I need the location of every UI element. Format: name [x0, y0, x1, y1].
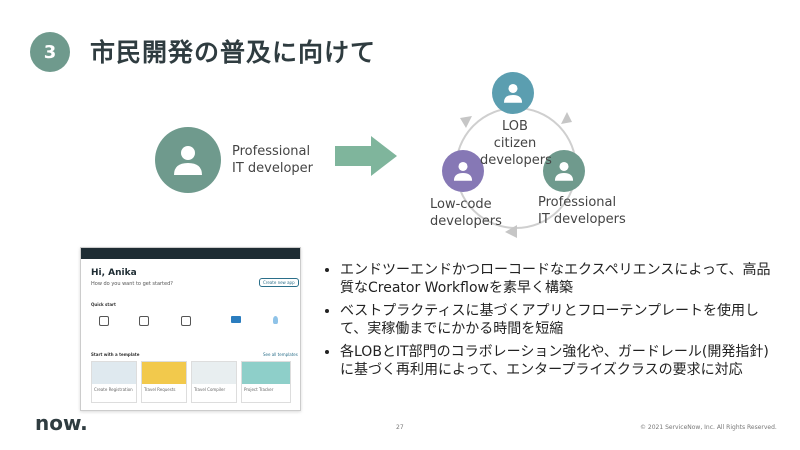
- lob-label: LOB citizen developers: [480, 118, 552, 169]
- app-greeting: Hi, Anika: [91, 268, 137, 278]
- bullet-item: エンドツーエンドかつローコードなエクスペリエンスによって、高品質なCreator…: [340, 261, 778, 297]
- developer-avatar: [155, 127, 221, 193]
- person-icon: [503, 83, 523, 103]
- bullet-item: ベストプラクティスに基づくアプリとフローテンプレートを使用して、実稼働までにかか…: [340, 302, 778, 338]
- app-template-tile-1: Create Registration: [91, 361, 137, 403]
- app-quickstart-icon-1: [99, 316, 109, 326]
- lowcode-label-line2: developers: [430, 214, 502, 229]
- lob-avatar: [492, 72, 534, 114]
- app-template-title-4: Project Tracker: [244, 387, 274, 392]
- copyright: © 2021 ServiceNow, Inc. All Rights Reser…: [640, 424, 777, 431]
- slide-title: 市民開発の普及に向けて: [90, 38, 377, 67]
- app-template-tile-2: Travel Requests: [141, 361, 187, 403]
- pro-it-avatar: [543, 150, 585, 192]
- slide-number-badge: 3: [30, 32, 70, 72]
- app-template-title-1: Create Registration: [94, 387, 133, 392]
- pro-it-label-line1: Professional: [538, 195, 617, 210]
- servicenow-logo: now.: [35, 411, 88, 435]
- app-quickstart-icon-5: [273, 316, 278, 324]
- lowcode-avatar: [442, 150, 484, 192]
- lob-label-line1: LOB citizen: [493, 119, 537, 151]
- person-icon: [174, 146, 202, 175]
- lowcode-label: Low-code developers: [430, 196, 510, 230]
- pro-it-label-line2: IT developers: [538, 212, 626, 227]
- professional-label-line2: IT developer: [232, 161, 314, 176]
- app-quickstart-icon-4: [231, 316, 241, 323]
- app-quick-start: Quick start: [91, 302, 116, 307]
- app-subtitle: How do you want to get started?: [91, 281, 173, 287]
- lowcode-label-line1: Low-code: [430, 197, 492, 212]
- page-number: 27: [396, 424, 404, 431]
- person-icon: [453, 161, 473, 181]
- app-quickstart-icon-3: [181, 316, 191, 326]
- bullet-item: 各LOBとIT部門のコラボレーション強化や、ガードレール(開発指針)に基づく再利…: [340, 343, 778, 379]
- lob-label-line2: developers: [480, 153, 552, 168]
- professional-label-line1: Professional: [232, 144, 311, 159]
- professional-label: Professional IT developer: [232, 143, 313, 177]
- app-see-all: See all templates: [263, 352, 298, 357]
- app-start-template: Start with a template: [91, 352, 140, 357]
- right-arrow-icon: [335, 136, 397, 176]
- app-template-title-3: Travel Compiler: [194, 387, 226, 392]
- app-screenshot: Hi, Anika How do you want to get started…: [80, 247, 301, 411]
- app-cta-button: Create new app: [259, 278, 299, 287]
- person-icon: [554, 161, 574, 181]
- app-quickstart-icon-2: [139, 316, 149, 326]
- pro-it-label: Professional IT developers: [538, 194, 628, 228]
- app-template-tile-3: Travel Compiler: [191, 361, 237, 403]
- bullet-list: エンドツーエンドかつローコードなエクスペリエンスによって、高品質なCreator…: [318, 261, 778, 384]
- app-template-title-2: Travel Requests: [144, 387, 176, 392]
- app-topbar: [81, 248, 300, 259]
- app-template-tile-4: Project Tracker: [241, 361, 291, 403]
